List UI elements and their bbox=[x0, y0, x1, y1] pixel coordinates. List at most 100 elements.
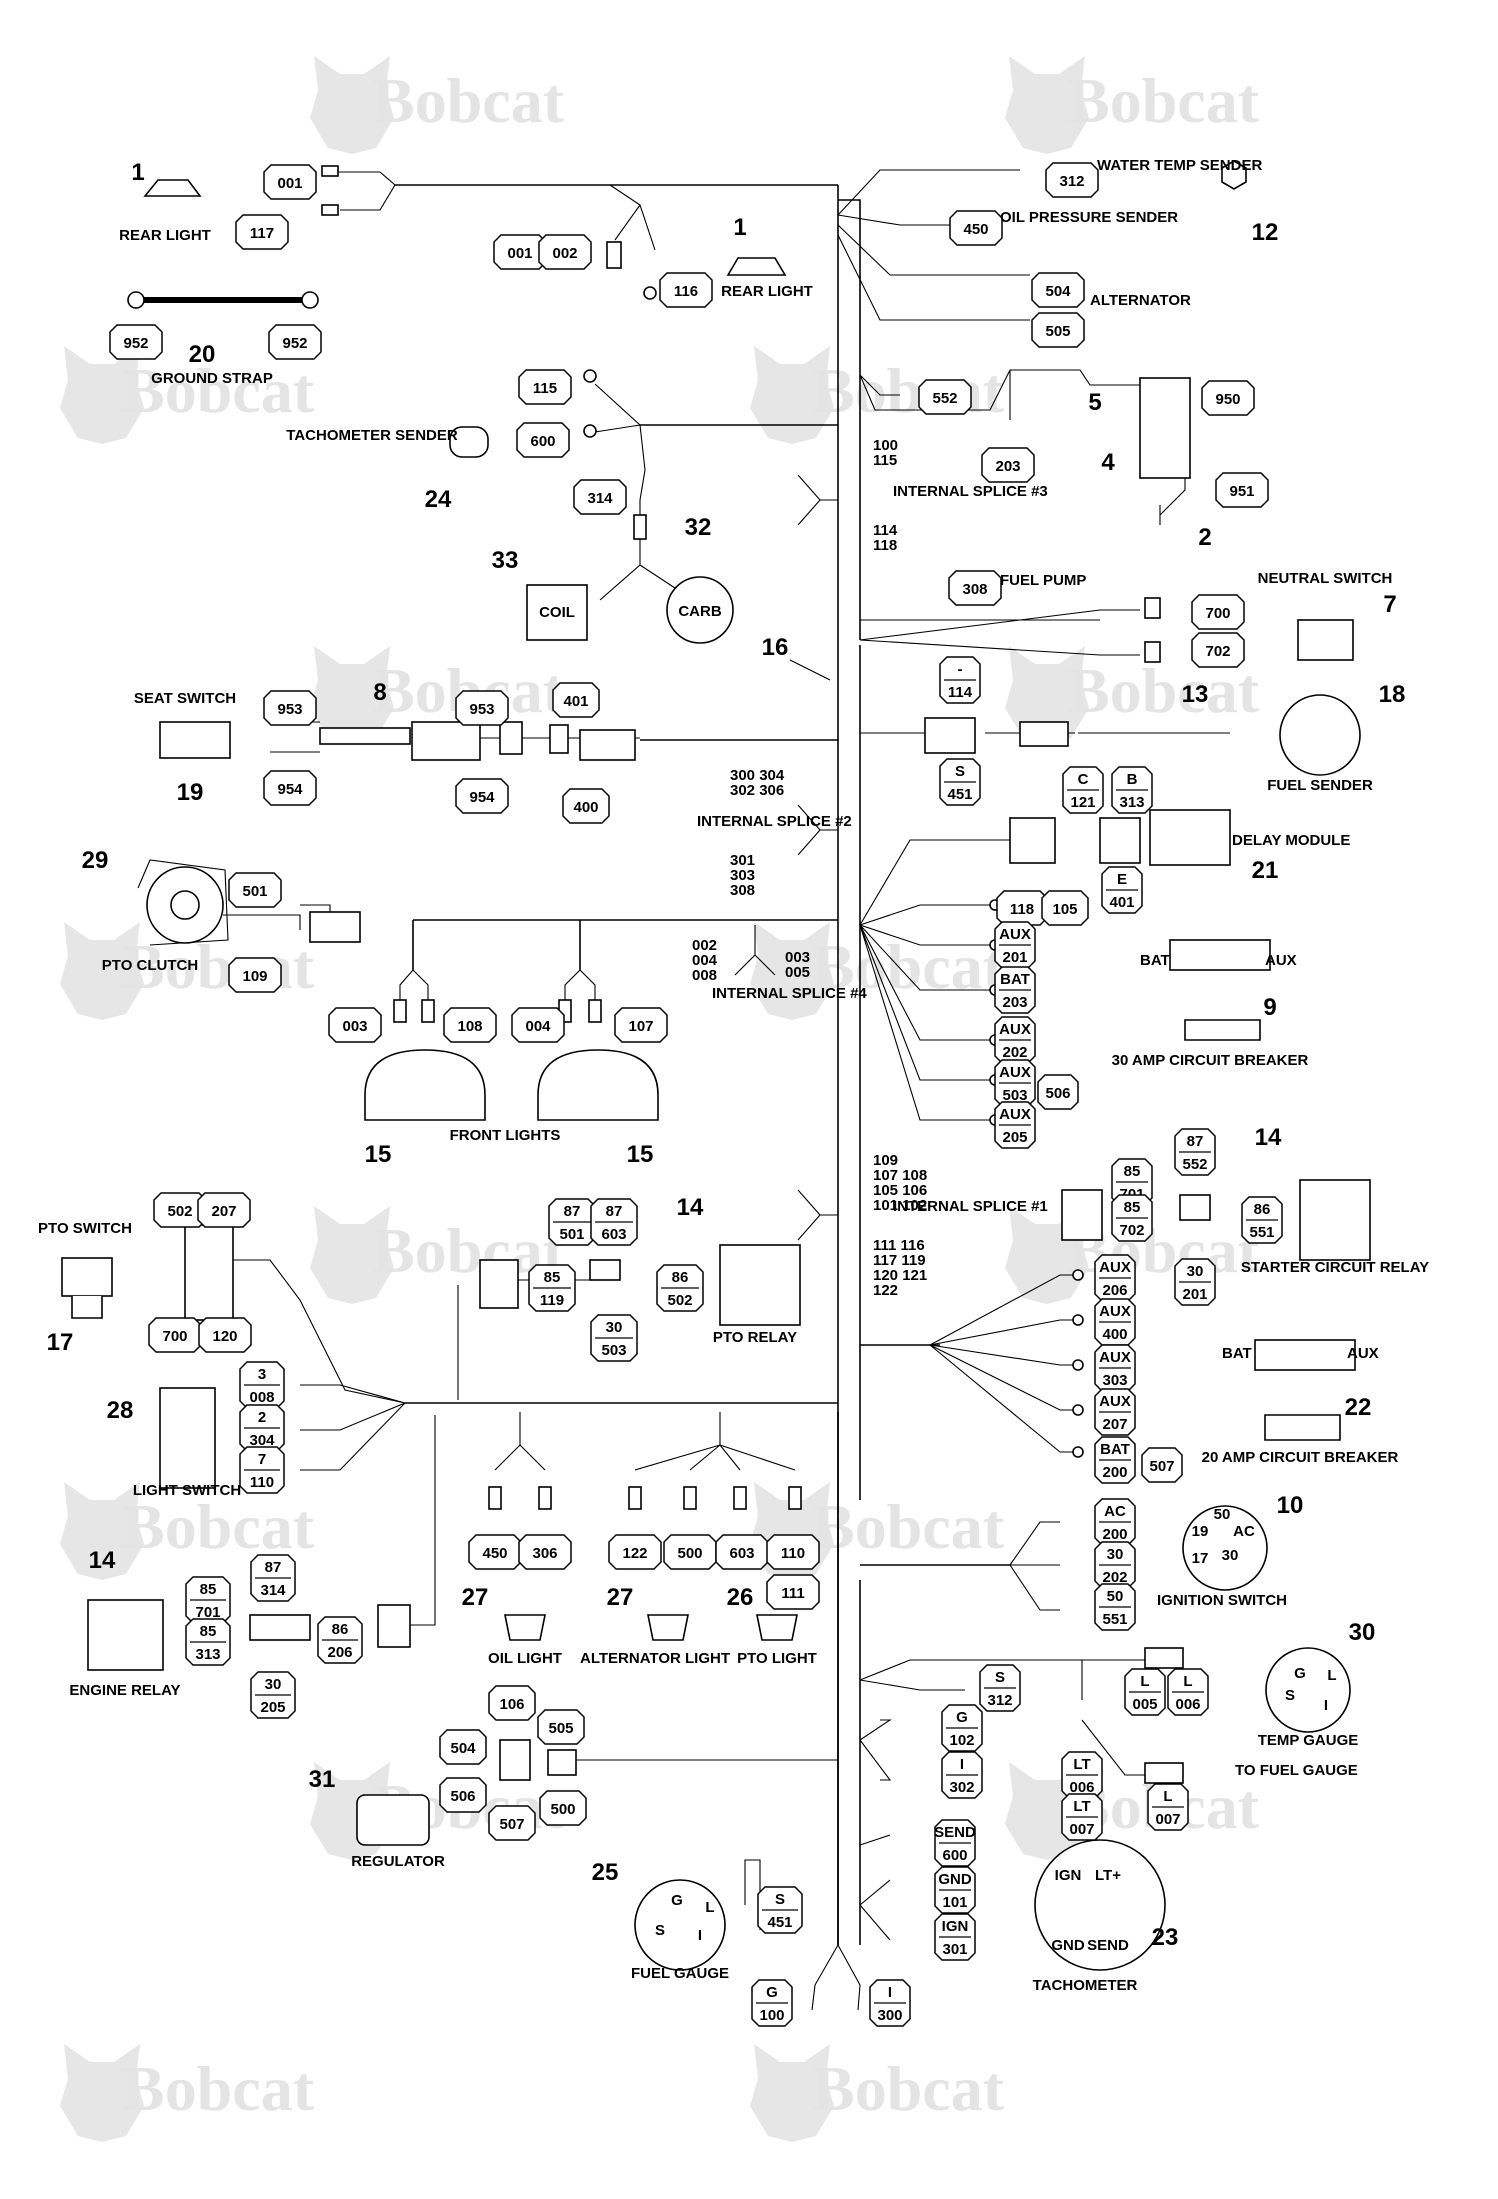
wire-tag bbox=[439, 1729, 487, 1765]
pto-switch bbox=[61, 1257, 113, 1297]
wire-tag bbox=[511, 1007, 565, 1043]
connector bbox=[628, 1486, 642, 1510]
component-number: 2 bbox=[1198, 524, 1211, 551]
wire-tag-terminal: AC bbox=[1104, 1503, 1126, 1520]
bobcat-watermark: Bobcat bbox=[812, 2053, 1005, 2124]
wire-tag bbox=[663, 1534, 717, 1570]
splice-wire-number: 003 bbox=[785, 949, 810, 966]
gauge-terminal: I bbox=[1324, 1697, 1328, 1714]
wire-tag-code: 207 bbox=[211, 1203, 236, 1220]
wire-tag bbox=[263, 770, 317, 806]
tach-terminal: IGN bbox=[1055, 1867, 1082, 1884]
aux-wires bbox=[859, 904, 990, 1121]
relay-connector bbox=[479, 1259, 519, 1309]
wire-tag-code: 121 bbox=[1070, 794, 1095, 811]
wire-tag-code: 952 bbox=[123, 335, 148, 352]
component-number: 7 bbox=[1383, 591, 1396, 618]
aux-label: AUX bbox=[1347, 1345, 1379, 1362]
wire-tag-code: 552 bbox=[1182, 1156, 1207, 1173]
wire-tag bbox=[455, 778, 509, 814]
connector bbox=[924, 717, 976, 754]
wire-tag-code: 950 bbox=[1215, 391, 1240, 408]
wire-tag-terminal: G bbox=[956, 1709, 968, 1726]
light-harness bbox=[494, 1412, 796, 1471]
splice-4-symbol bbox=[734, 925, 776, 976]
wire-tag-code: 007 bbox=[1155, 1811, 1180, 1828]
pto-clutch-bracket bbox=[137, 859, 229, 946]
wire-tag-code: 313 bbox=[195, 1646, 220, 1663]
wire-tag-code: 300 bbox=[877, 2007, 902, 2024]
component-label: FUEL GAUGE bbox=[631, 1965, 729, 1982]
tachometer bbox=[1034, 1839, 1166, 1971]
connector bbox=[488, 1486, 502, 1510]
wire-tag bbox=[263, 164, 317, 200]
wire-tag-terminal: 3 bbox=[258, 1366, 266, 1383]
component-label: PTO LIGHT bbox=[737, 1650, 817, 1667]
component-number: 9 bbox=[1263, 994, 1276, 1021]
component-label: DELAY MODULE bbox=[1232, 832, 1350, 849]
bobcat-logo-watermark bbox=[310, 1206, 394, 1304]
wire-tag-terminal: 30 bbox=[1107, 1546, 1124, 1563]
connector bbox=[309, 911, 361, 943]
wire-tag-code: 507 bbox=[1149, 1458, 1174, 1475]
gauge-terminal: G bbox=[1294, 1665, 1306, 1682]
connector bbox=[633, 514, 647, 540]
wire-tag bbox=[538, 234, 592, 270]
splice-wire-number: 111 116 bbox=[873, 1237, 925, 1254]
wire-tag-code: 506 bbox=[1045, 1085, 1070, 1102]
right-upper-branch bbox=[838, 199, 861, 640]
splice-symbol bbox=[797, 804, 838, 856]
wire-tag-code: 504 bbox=[1045, 283, 1071, 300]
oil-light bbox=[504, 1614, 546, 1641]
splice-wire-number: 100 bbox=[873, 437, 898, 454]
wire-tag-code: 006 bbox=[1175, 1696, 1200, 1713]
splice-wire-number: 105 106 bbox=[873, 1182, 927, 1199]
component-label: REGULATOR bbox=[351, 1853, 445, 1870]
splice-name: INTERNAL SPLICE #2 bbox=[697, 813, 852, 830]
component-number: 13 bbox=[1182, 681, 1209, 708]
wire-tag-terminal: 50 bbox=[1107, 1588, 1124, 1605]
wire-tag-code: 702 bbox=[1119, 1222, 1144, 1239]
component-number: 28 bbox=[107, 1397, 134, 1424]
ring-terminal bbox=[1072, 1446, 1084, 1458]
wire-tag-terminal: 85 bbox=[200, 1581, 217, 1598]
wire-tag-code: 603 bbox=[729, 1545, 754, 1562]
splice-wire-number: 004 bbox=[692, 952, 718, 969]
splice-wire-number: 107 108 bbox=[873, 1167, 927, 1184]
wire-tag-code: 116 bbox=[674, 283, 698, 300]
wire-tag-code: 007 bbox=[1069, 1821, 1094, 1838]
wire-tag-terminal: SEND bbox=[934, 1824, 976, 1841]
wire-tag-code: 600 bbox=[530, 433, 555, 450]
wire-tag-terminal: 30 bbox=[265, 1676, 282, 1693]
wire-tag-code: 504 bbox=[450, 1740, 476, 1757]
bobcat-logo-watermark bbox=[750, 2044, 834, 2142]
wire-tag-code: 314 bbox=[260, 1582, 286, 1599]
wire-tag bbox=[552, 682, 600, 718]
wire-tag bbox=[918, 379, 972, 415]
wire-tag-code: 120 bbox=[212, 1328, 237, 1345]
component-label: PTO CLUTCH bbox=[102, 957, 198, 974]
battery bbox=[1139, 377, 1191, 479]
component-number: 29 bbox=[82, 847, 109, 874]
wire-tag-terminal: I bbox=[960, 1756, 964, 1773]
component-number: 30 bbox=[1349, 1619, 1376, 1646]
wire-tag-code: 206 bbox=[1102, 1282, 1127, 1299]
harness-sleeve bbox=[319, 727, 411, 745]
wire-tag-code: 954 bbox=[277, 781, 303, 798]
wire-tag-code: 100 bbox=[759, 2007, 784, 2024]
ring-terminal bbox=[583, 424, 597, 438]
splice-wire-number: 118 bbox=[873, 537, 897, 554]
component-label: IGNITION SWITCH bbox=[1157, 1592, 1287, 1609]
splice-wire-number: 101 102 bbox=[873, 1197, 927, 1214]
wire-tag bbox=[766, 1534, 820, 1570]
bobcat-logo-watermark bbox=[60, 922, 144, 1020]
bobcat-watermark: Bobcat bbox=[812, 1491, 1005, 1562]
wire-tag bbox=[949, 210, 1003, 246]
wire-tag bbox=[518, 1534, 572, 1570]
rear-light bbox=[726, 257, 787, 276]
wire-tag-terminal: 87 bbox=[564, 1203, 581, 1220]
component-number: 14 bbox=[89, 1547, 116, 1574]
circuit-breaker bbox=[1264, 1414, 1341, 1441]
ign-terminal: 50 bbox=[1214, 1506, 1231, 1523]
